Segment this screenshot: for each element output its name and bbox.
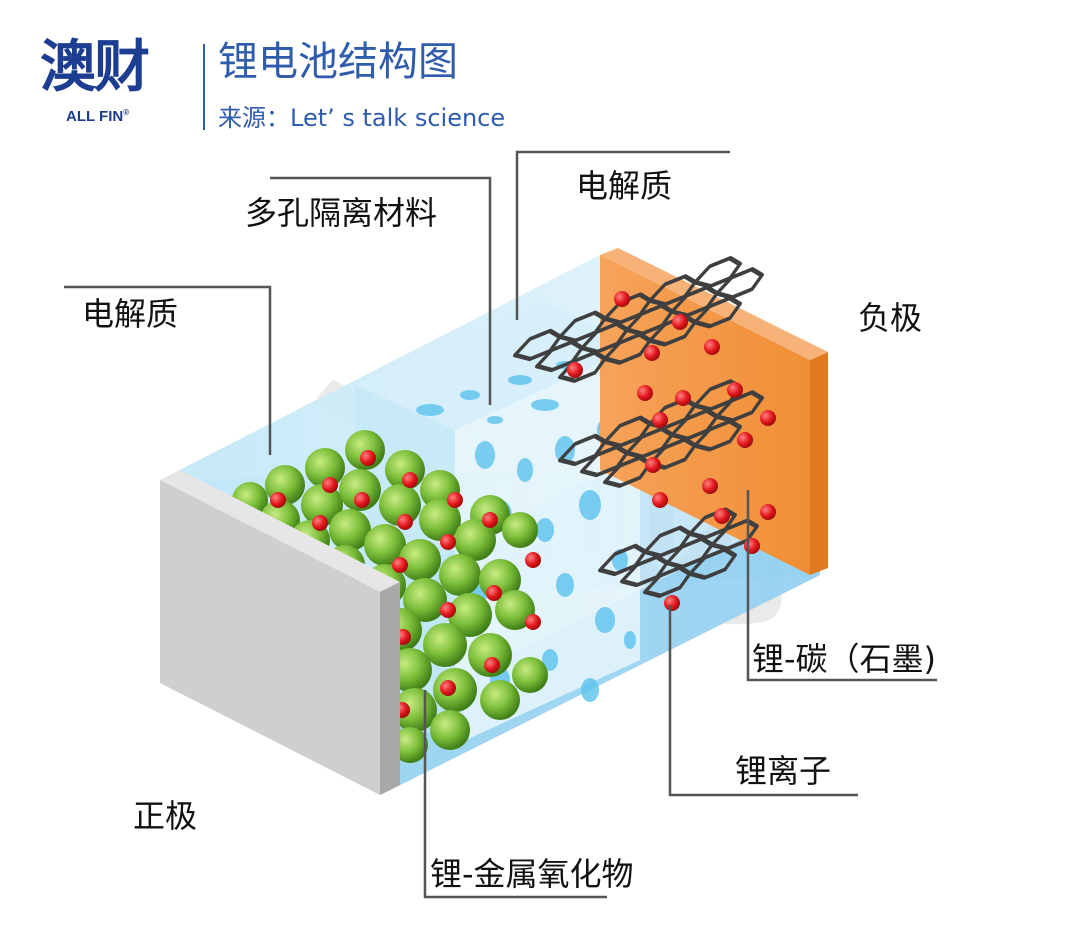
label-electrolyte-left: 电解质 xyxy=(82,295,179,333)
label-li-carbon: 锂-碳（石墨) xyxy=(752,640,937,678)
leader-electrolyte-top xyxy=(515,150,730,320)
leader-lines xyxy=(64,150,937,899)
logo-subtitle: ALL FIN® xyxy=(66,108,130,125)
label-separator: 多孔隔离材料 xyxy=(245,194,438,232)
leader-li-metal-oxide xyxy=(423,690,607,899)
lithium-ions-cathode xyxy=(270,450,541,718)
label-cathode: 正极 xyxy=(133,797,198,835)
label-electrolyte-top: 电解质 xyxy=(576,167,673,205)
graphite-layers xyxy=(513,255,764,598)
page-title: 锂电池结构图 xyxy=(218,39,458,85)
logo-text: 澳财 xyxy=(40,35,150,100)
label-anode: 负极 xyxy=(858,299,923,337)
label-li-ion: 锂离子 xyxy=(735,752,832,790)
leader-li-ion xyxy=(668,605,858,797)
lithium-ions-anode xyxy=(567,291,776,611)
leader-li-carbon xyxy=(746,490,937,682)
header-divider xyxy=(203,44,205,130)
cathode-plate xyxy=(160,470,400,795)
logo-registered-mark: ® xyxy=(123,108,130,117)
label-li-metal-oxide: 锂-金属氧化物 xyxy=(430,855,634,893)
leader-separator xyxy=(270,176,492,405)
leader-electrolyte-left xyxy=(64,285,272,455)
source-caption: 来源：Let’ s talk science xyxy=(218,104,506,132)
